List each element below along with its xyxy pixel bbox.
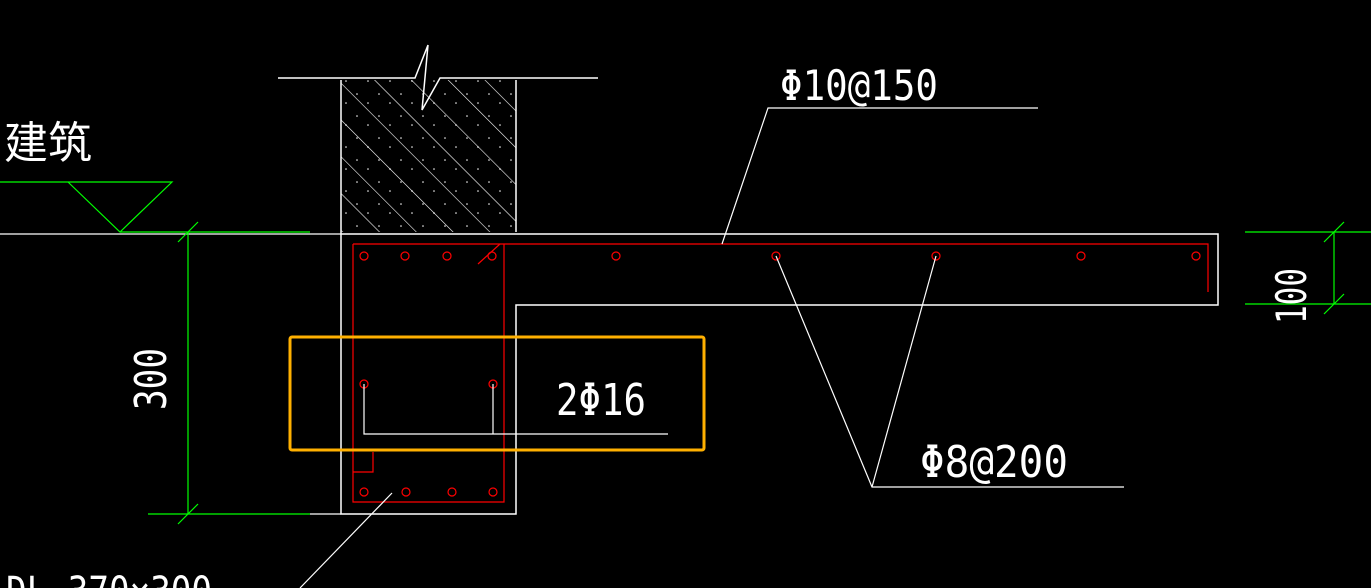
leader-top-rebar: [721, 107, 1038, 245]
label-building: 建筑: [4, 118, 92, 169]
break-line: [278, 44, 598, 111]
beam-slab-outline: [340, 232, 1219, 515]
elevation-symbol: [0, 181, 174, 233]
leader-corner-rebar: [363, 384, 668, 435]
rebar-dots: [359, 251, 1201, 497]
beam-stirrup: [353, 243, 1209, 292]
stirrup-hook: [353, 452, 374, 473]
label-corner-rebar: 2Φ16: [556, 375, 646, 426]
leader-bottom: [299, 492, 393, 588]
label-dist-rebar: Φ8@200: [920, 437, 1068, 488]
rebar-group: [352, 243, 1209, 503]
label-bottom-callout: DL 370×300: [6, 569, 212, 588]
label-dim-100: 100: [1267, 268, 1316, 324]
selection-highlight-box[interactable]: [288, 335, 706, 452]
masonry-wall: [278, 44, 598, 232]
label-dim-300: 300: [126, 348, 177, 410]
dimension-group: [0, 181, 1371, 525]
leader-lines: [299, 107, 1124, 588]
label-top-rebar: Φ10@150: [780, 61, 938, 110]
